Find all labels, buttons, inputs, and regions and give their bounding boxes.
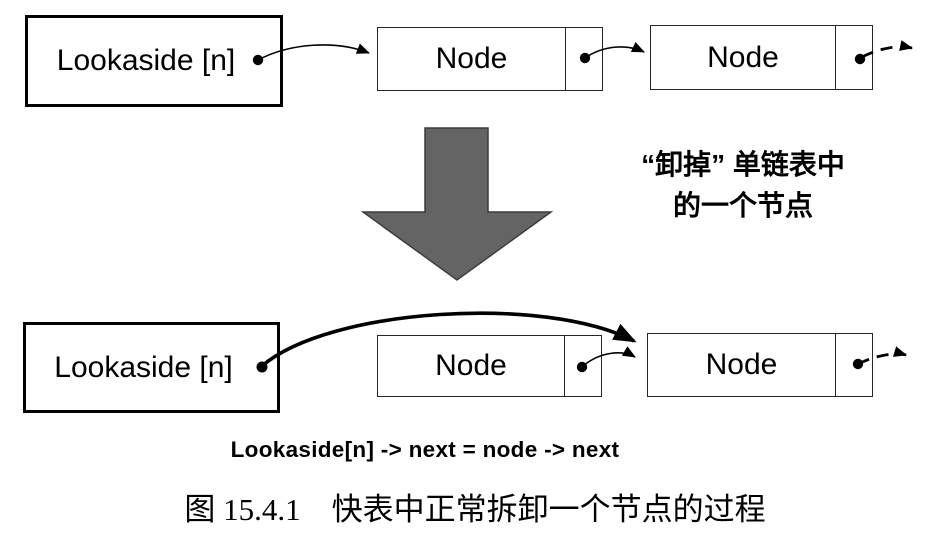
formula-text: Lookaside[n] -> next = node -> next [230,437,620,462]
lookaside-box-bottom: Lookaside [n] [23,322,280,413]
lookaside-label-bottom: Lookaside [n] [54,350,233,384]
node-box-top-2: Node [650,25,873,90]
big-down-arrow [360,127,554,281]
annotation-text: “卸掉” 单链表中 的一个节点 [593,144,893,226]
annotation-line-2: 的一个节点 [672,190,813,221]
node-pointer-cell-bottom-1 [564,336,601,396]
node-box-top-1: Node [377,27,603,91]
node-label-bottom-1: Node [435,349,507,382]
node-label-top-2-cell: Node [651,26,835,89]
node-pointer-cell-bottom-2 [835,334,872,396]
node-pointer-cell-top-1 [565,28,602,90]
figure-caption: 图 15.4.1 快表中正常拆卸一个节点的过程 [184,492,766,527]
node-box-bottom-2: Node [647,333,873,397]
node-pointer-cell-top-2 [835,26,872,89]
lookaside-box-top: Lookaside [n] [25,15,283,107]
node-box-bottom-1: Node [377,335,602,397]
node-label-top-1: Node [435,42,508,75]
node-label-bottom-2-cell: Node [648,334,835,396]
node-label-top-1-cell: Node [378,28,565,90]
node-label-bottom-2: Node [705,348,778,381]
lookaside-label-top: Lookaside [n] [56,44,236,77]
annotation-line-1: “卸掉” 单链表中 [641,149,845,180]
node-label-top-2: Node [707,40,779,74]
node-label-bottom-1-cell: Node [378,336,564,396]
